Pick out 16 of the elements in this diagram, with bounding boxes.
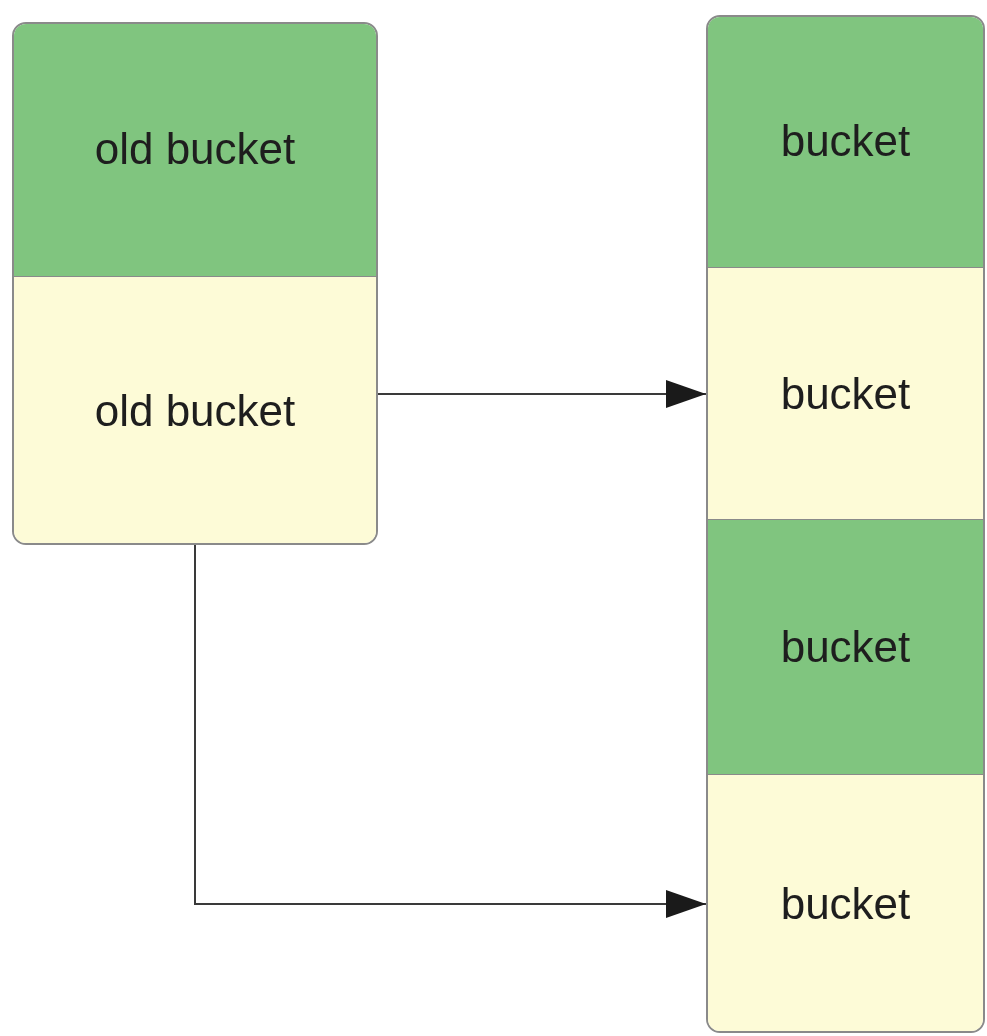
bucket-label: bucket <box>780 625 911 669</box>
bucket-label: bucket <box>780 371 911 416</box>
bucket-label: old bucket <box>94 127 296 171</box>
bucket-cell <box>708 520 983 775</box>
bucket-cell <box>14 277 376 543</box>
bucket-label: bucket <box>780 119 911 163</box>
bucket-label: bucket <box>780 881 911 926</box>
bucket-cell <box>14 24 376 277</box>
bucket-cell <box>708 268 983 520</box>
bucket-cell <box>708 17 983 268</box>
bucket-array-box <box>706 15 985 1033</box>
arrow <box>194 544 707 918</box>
bucket-label: old bucket <box>94 388 296 433</box>
arrow <box>377 380 707 408</box>
bucket-array-box <box>12 22 378 545</box>
bucket-cell <box>708 775 983 1031</box>
